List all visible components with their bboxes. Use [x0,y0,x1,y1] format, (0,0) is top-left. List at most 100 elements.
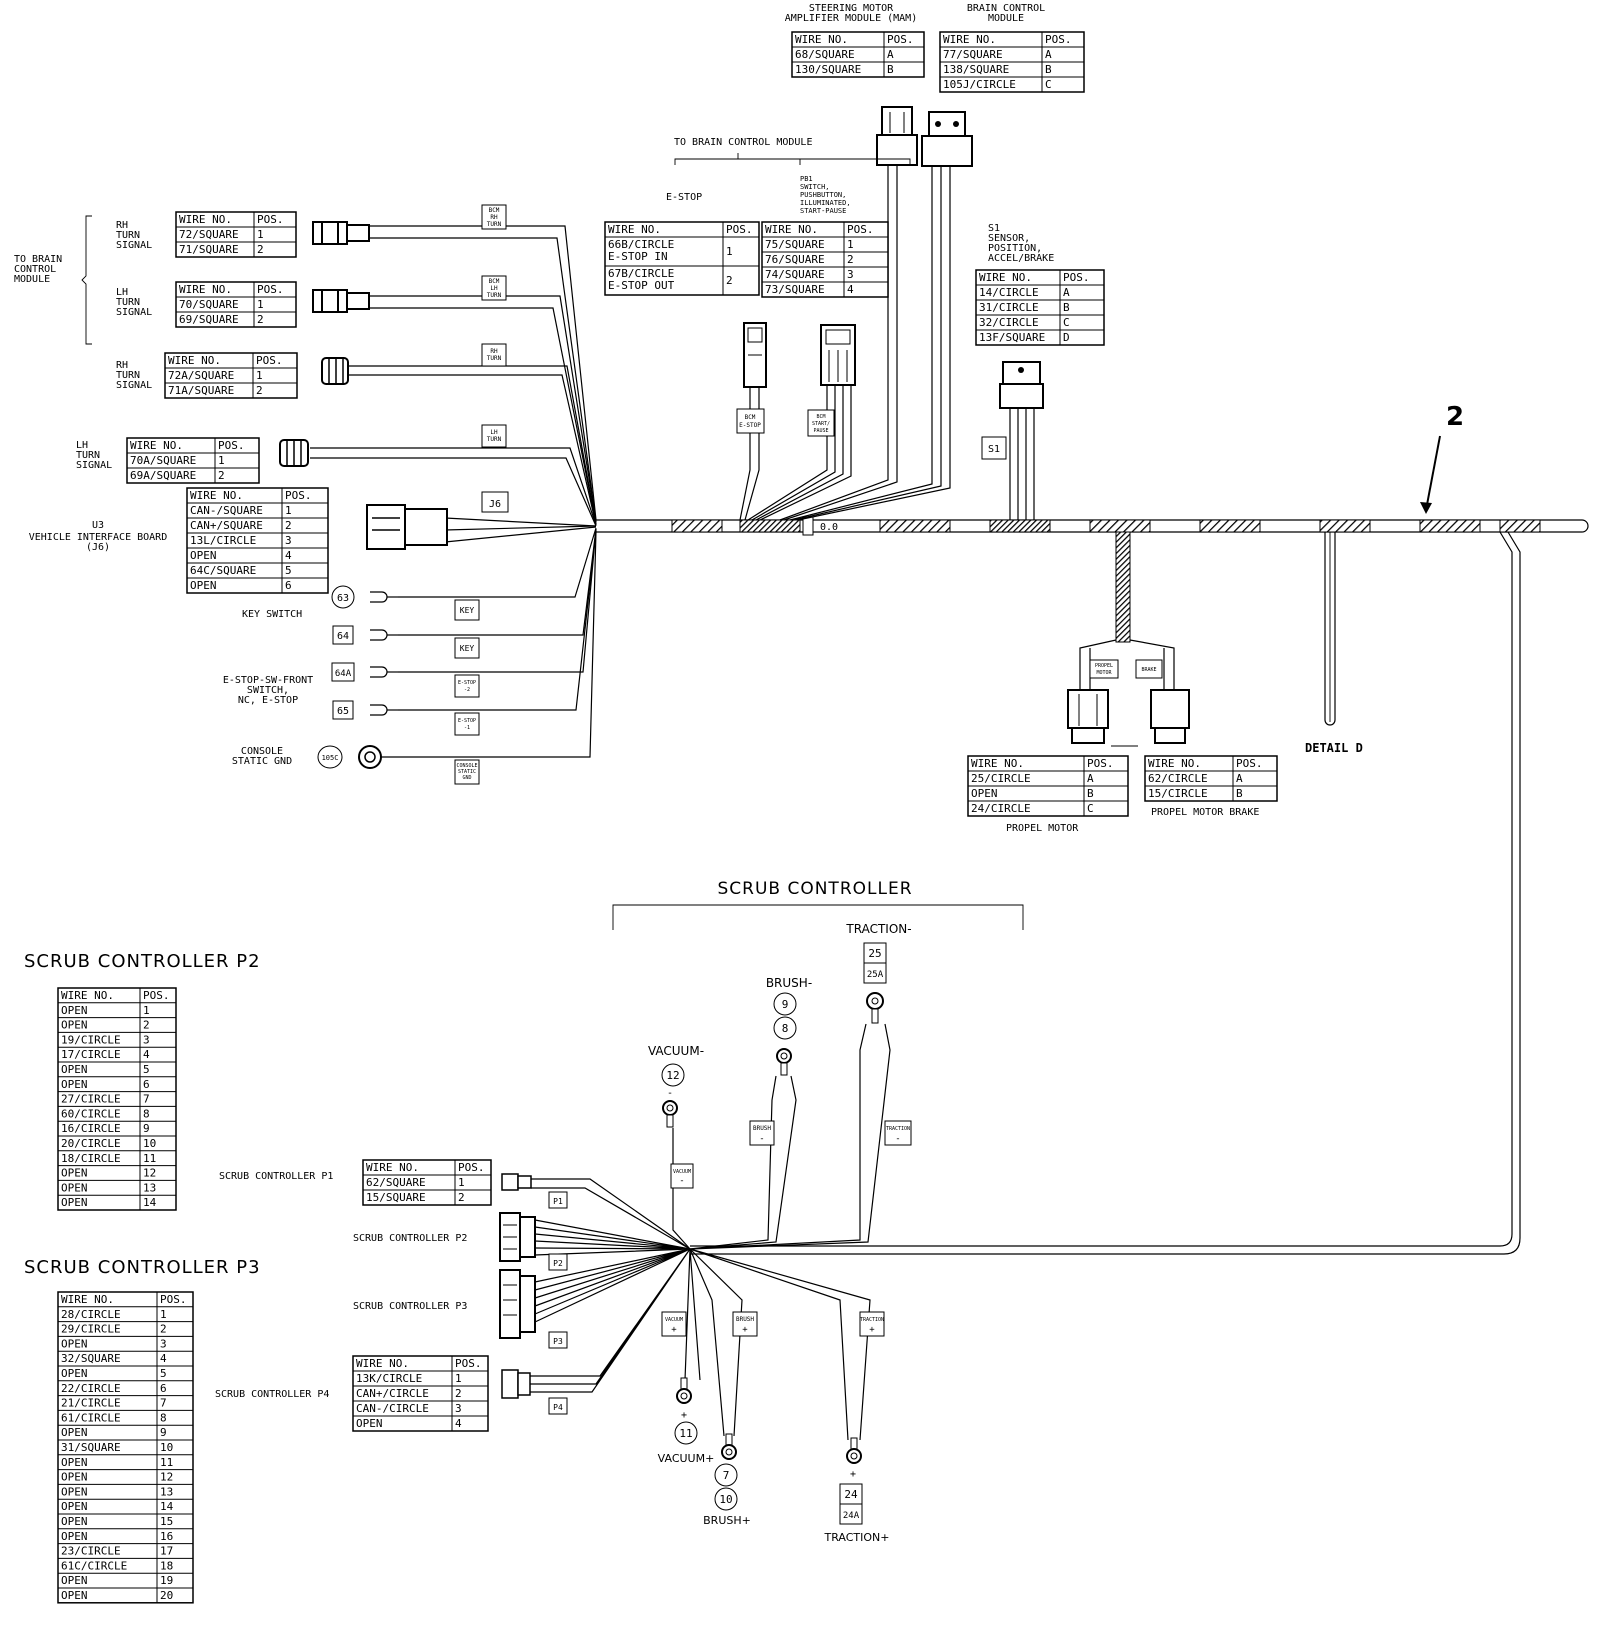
estop-sw-2: SWITCH, [247,685,289,696]
table-cell: OPEN [971,787,998,800]
table-header: POS. [218,439,245,452]
connector-scrub-p1[interactable] [501,1173,532,1191]
table-header: WIRE NO. [61,989,114,1002]
table-cell: 23/CIRCLE [61,1545,121,1558]
table-cell: 2 [847,253,854,266]
table-cell: 2 [285,519,292,532]
table-cell: 71A/SQUARE [168,384,234,397]
connector-scrub-p3[interactable] [499,1269,536,1339]
svg-text:TRACTION+: TRACTION+ [824,1531,890,1544]
terminal-64[interactable] [370,629,398,641]
table-cell: 6 [160,1382,167,1395]
table-cell: 20/CIRCLE [61,1137,121,1150]
connector-scrub-p4[interactable] [501,1369,531,1399]
table-cell: C [1045,78,1052,91]
table-cell: A [887,48,894,61]
table-header: POS. [1236,757,1263,770]
table-header: WIRE NO. [971,757,1024,770]
table-cell: 15/CIRCLE [1148,787,1208,800]
callout-number: 2 [1446,402,1464,432]
table-cell: 8 [160,1411,167,1424]
console-1: CONSOLE [241,746,283,757]
connector-pb1[interactable] [820,324,856,386]
terminal-63[interactable] [370,591,398,603]
svg-text:SCRUB CONTROLLER P4: SCRUB CONTROLLER P4 [215,1389,329,1400]
table-cell: 1 [143,1004,150,1017]
connector-lh-turn-lamp[interactable] [279,439,309,467]
table-cell: 2 [143,1019,150,1032]
svg-text:BRUSH-: BRUSH- [766,976,812,990]
table-cell: 2 [160,1323,167,1336]
svg-text:VACUUM-: VACUUM- [648,1044,704,1058]
table-cell: 76/SQUARE [765,253,825,266]
svg-text:PROPEL MOTOR BRAKE: PROPEL MOTOR BRAKE [1151,807,1259,818]
terminal-vacuum-neg[interactable] [662,1100,678,1128]
connector-propel-brake[interactable] [1150,689,1190,744]
top-branch-wires [739,140,1035,521]
svg-text:VACUUM+: VACUUM+ [658,1452,715,1465]
connector-propel-motor[interactable] [1067,689,1109,744]
table-cell: 61C/CIRCLE [61,1559,127,1572]
terminal-traction-pos[interactable] [846,1437,862,1464]
table-header: WIRE NO. [61,1293,114,1306]
table-cell: 66B/CIRCLE [608,238,674,251]
table-cell: 105J/CIRCLE [943,78,1016,91]
table-header: WIRE NO. [190,489,243,502]
u3-label-2: VEHICLE INTERFACE BOARD [29,532,167,543]
table-cell: 19/CIRCLE [61,1033,121,1046]
connector-lh-turn-bcm[interactable] [312,289,370,313]
table-cell: A [1063,286,1070,299]
table-cell: OPEN [61,1456,88,1469]
terminal-vacuum-pos[interactable] [676,1377,692,1404]
table-cell: 21/CIRCLE [61,1397,121,1410]
lh-turn-1a: LH [116,287,128,298]
table-cell: 25/CIRCLE [971,772,1031,785]
table-cell: 1 [257,298,264,311]
table-cell: 1 [257,228,264,241]
table-cell: A [1236,772,1243,785]
table-cell: 13L/CIRCLE [190,534,256,547]
scrub-p3-title: SCRUB CONTROLLER P3 [24,1257,261,1278]
connector-rh-turn-bcm[interactable] [312,221,370,245]
table-cell: 72A/SQUARE [168,369,234,382]
terminal-105c[interactable] [358,745,400,769]
table-cell: 3 [160,1337,167,1350]
table-cell: 2 [455,1387,462,1400]
connector-estop[interactable] [743,322,767,388]
terminal-traction-neg[interactable] [866,992,884,1024]
table-cell: 13F/SQUARE [979,331,1045,344]
table-cell: 11 [143,1152,156,1165]
terminal-brush-pos[interactable] [721,1433,737,1460]
connector-s1[interactable] [999,361,1044,409]
scrub-labels: SCRUB CONTROLLER TRACTION- BRUSH- VACUUM… [215,807,1259,1544]
table-cell: 22/CIRCLE [61,1382,121,1395]
connector-scrub-p2[interactable] [499,1212,536,1262]
table-header: WIRE NO. [765,223,818,236]
terminal-65[interactable] [370,704,398,716]
table-cell: OPEN [356,1417,383,1430]
table-cell: 1 [160,1308,167,1321]
table-cell: 130/SQUARE [795,63,861,76]
terminal-brush-neg[interactable] [776,1048,792,1076]
connector-j6[interactable] [366,504,448,550]
table-cell: 60/CIRCLE [61,1107,121,1120]
connector-bcm[interactable] [921,111,973,167]
svg-text:KEY: KEY [460,644,475,653]
connector-mam[interactable] [876,106,918,166]
lh-turn-1c: SIGNAL [116,307,152,318]
terminal-64a[interactable] [370,666,398,678]
table-header: POS. [887,33,914,46]
table-header: WIRE NO. [608,223,661,236]
svg-text:PROPEL MOTOR: PROPEL MOTOR [1006,823,1079,834]
connector-rh-turn-lamp[interactable] [321,357,349,385]
table-cell: 2 [458,1191,465,1204]
svg-text:+: + [850,1469,856,1480]
